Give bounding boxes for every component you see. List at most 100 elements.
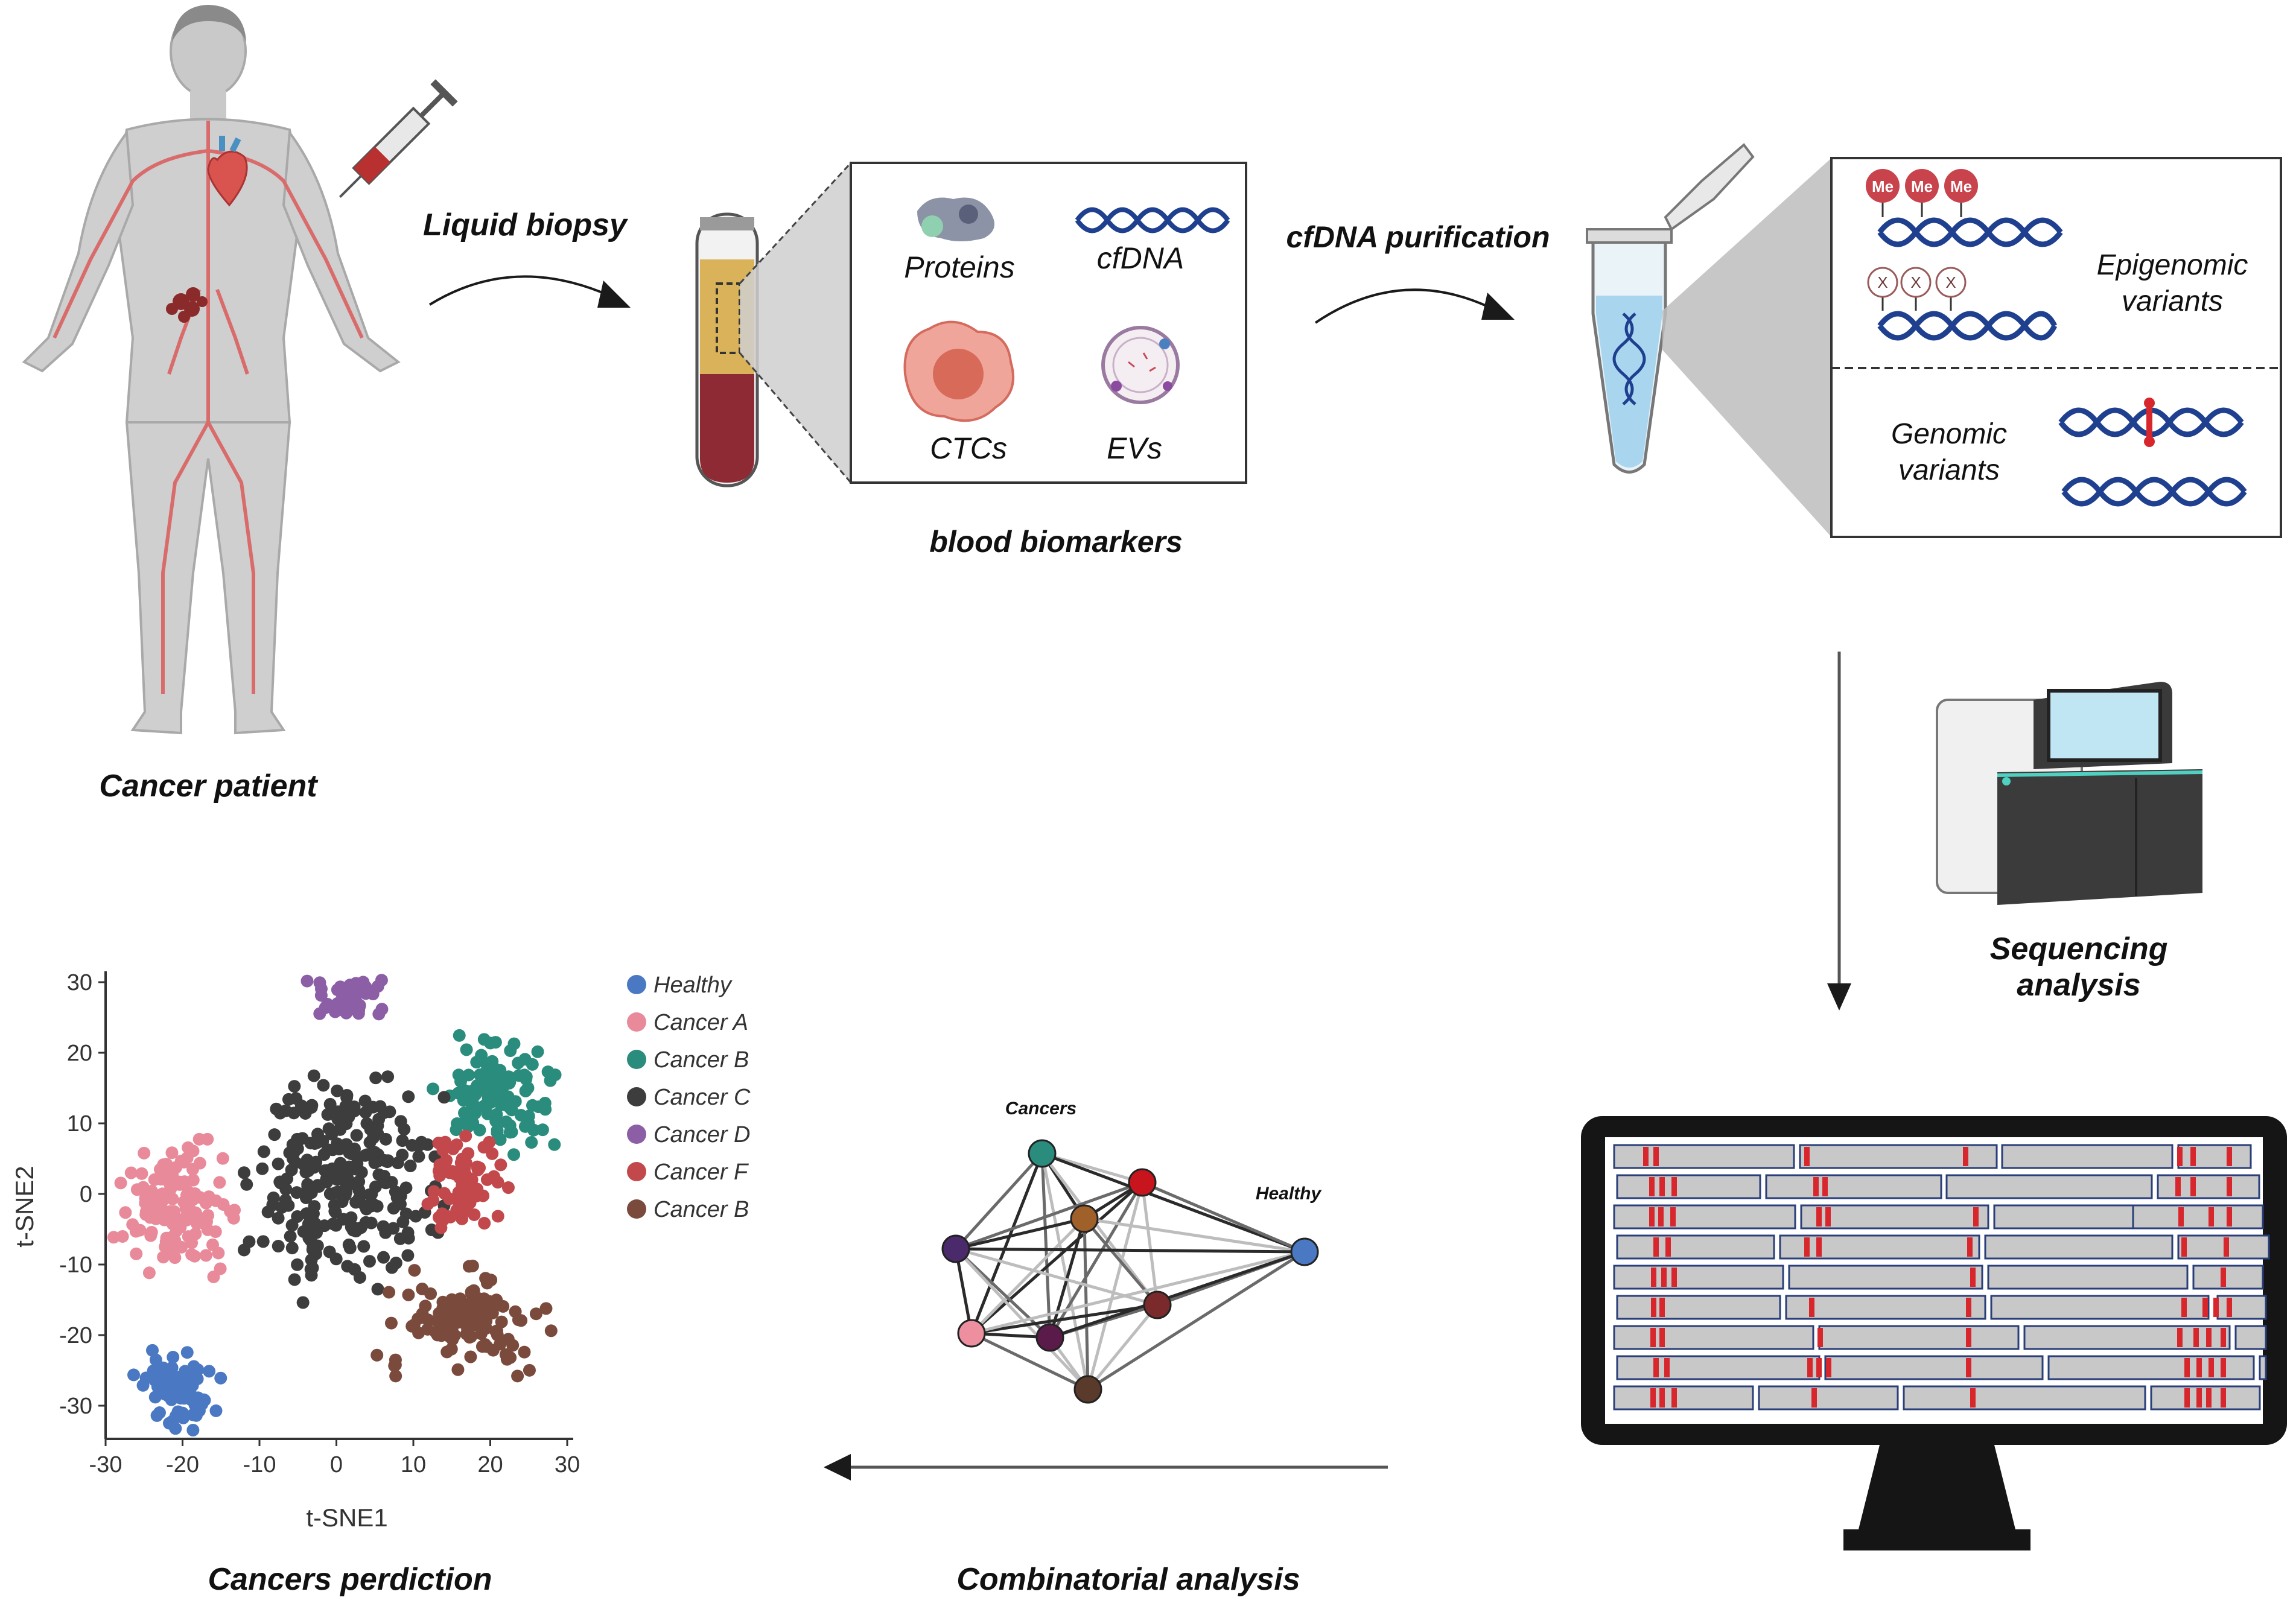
scatter-point (504, 1351, 517, 1364)
scatter-point (185, 1236, 199, 1249)
scatter-point (180, 1209, 193, 1222)
mutation-mark (2202, 1298, 2208, 1317)
y-tick-label: 0 (80, 1182, 92, 1207)
scatter-point (464, 1181, 477, 1194)
scatter-point (360, 1202, 373, 1216)
read-bar (2192, 1265, 2264, 1290)
scatter-point (489, 1114, 503, 1128)
scatter-point (156, 1361, 170, 1374)
mutation-mark (2196, 1358, 2202, 1377)
mutation-mark (1671, 1388, 1677, 1407)
mutation-mark (1804, 1147, 1810, 1166)
scatter-point (445, 1293, 459, 1306)
scatter-point (466, 1084, 480, 1097)
scatter-point (360, 1117, 374, 1130)
ev-icon (1101, 326, 1180, 404)
scatter-point (164, 1375, 177, 1388)
sequencing-label-1: Sequencing (1990, 931, 2168, 966)
read-bar (1824, 1355, 2044, 1380)
scatter-point (381, 1155, 394, 1169)
scatter-point (328, 1205, 342, 1218)
scatter-point (389, 1256, 402, 1269)
eppendorf-tube (1586, 143, 1755, 474)
legend-label: Cancer F (654, 1160, 749, 1185)
unmethylated-dna: X X X (1867, 267, 2058, 341)
read-bar (1903, 1385, 2146, 1411)
scatter-point (443, 1192, 456, 1205)
scatter-point (359, 1106, 372, 1119)
y-tick-label: 30 (67, 970, 92, 995)
scatter-point (531, 1045, 544, 1058)
biomarkers-box (850, 162, 1247, 484)
legend-label: Cancer B (654, 1047, 749, 1073)
scatter-point (279, 1104, 293, 1117)
read-bar (2150, 1385, 2261, 1411)
mutation-mark (1653, 1358, 1659, 1377)
epigenomic-label-2: variants (2122, 285, 2223, 317)
network-edge (1040, 1153, 1090, 1390)
x-axis-label: t-SNE1 (306, 1503, 387, 1532)
scatter-point (300, 1185, 313, 1199)
legend-marker (627, 1125, 646, 1144)
scatter-point (366, 1147, 380, 1160)
read-bar (1779, 1234, 1980, 1260)
mutation-mark (1659, 1328, 1665, 1347)
scatter-point (497, 1300, 510, 1313)
mutation-mark (2221, 1358, 2226, 1377)
scatter-point (375, 974, 388, 987)
network-edge (955, 1181, 1143, 1251)
mutation-mark (1649, 1177, 1655, 1196)
scatter-point (290, 1186, 304, 1199)
scatter-point (519, 1084, 532, 1097)
network-edge (1084, 1217, 1305, 1254)
ctcs-label: CTCs (930, 431, 1007, 465)
read-bar (1613, 1265, 1784, 1290)
scatter-point (332, 1143, 346, 1156)
scatter-point (323, 1245, 336, 1258)
scatter-point (459, 1129, 472, 1143)
scatter-point (209, 1404, 223, 1417)
scatter-point (186, 1144, 200, 1158)
scatter-point (272, 1157, 285, 1170)
scatter-point (431, 1328, 444, 1342)
scatter-point (175, 1240, 188, 1254)
scatter-point (153, 1191, 166, 1204)
scatter-point (313, 976, 326, 989)
scatter-point (384, 1316, 398, 1330)
scatter-point (363, 1188, 376, 1201)
scatter-point (145, 1225, 158, 1239)
mutation-mark (1653, 1237, 1659, 1257)
scatter-point (460, 1043, 473, 1056)
mutation-mark (1809, 1298, 1814, 1317)
scatter-point (378, 1169, 391, 1182)
mutation-mark (1967, 1237, 1973, 1257)
scatter-point (468, 1302, 482, 1315)
scatter-point (256, 1235, 270, 1248)
scatter-point (124, 1166, 138, 1179)
network-edge (970, 1181, 1143, 1334)
scatter-point (451, 1363, 465, 1376)
scatter-point (288, 1273, 301, 1286)
scatter-point (199, 1249, 212, 1262)
scatter-point (353, 998, 366, 1012)
cfdna-purification-label: cfDNA purification (1286, 220, 1550, 254)
sequencing-reads (1613, 1144, 2270, 1411)
scatter-point (407, 1318, 421, 1331)
scatter-point (289, 1156, 302, 1169)
scatter-point (461, 1322, 474, 1336)
scatter-point (504, 1102, 517, 1115)
network-node (1073, 1375, 1102, 1404)
legend-label: Healthy (654, 973, 733, 998)
scatter-point (142, 1266, 156, 1280)
read-bar (1613, 1325, 1814, 1350)
read-bar (1990, 1295, 2210, 1320)
mutation-mark (2190, 1147, 2196, 1166)
read-bar (1818, 1325, 2020, 1350)
scatter-point (136, 1379, 150, 1392)
tsne-points (107, 974, 562, 1437)
scatter-point (424, 1287, 437, 1300)
scatter-point (311, 1239, 324, 1252)
scatter-point (353, 1271, 366, 1284)
scatter-point (343, 1102, 357, 1115)
